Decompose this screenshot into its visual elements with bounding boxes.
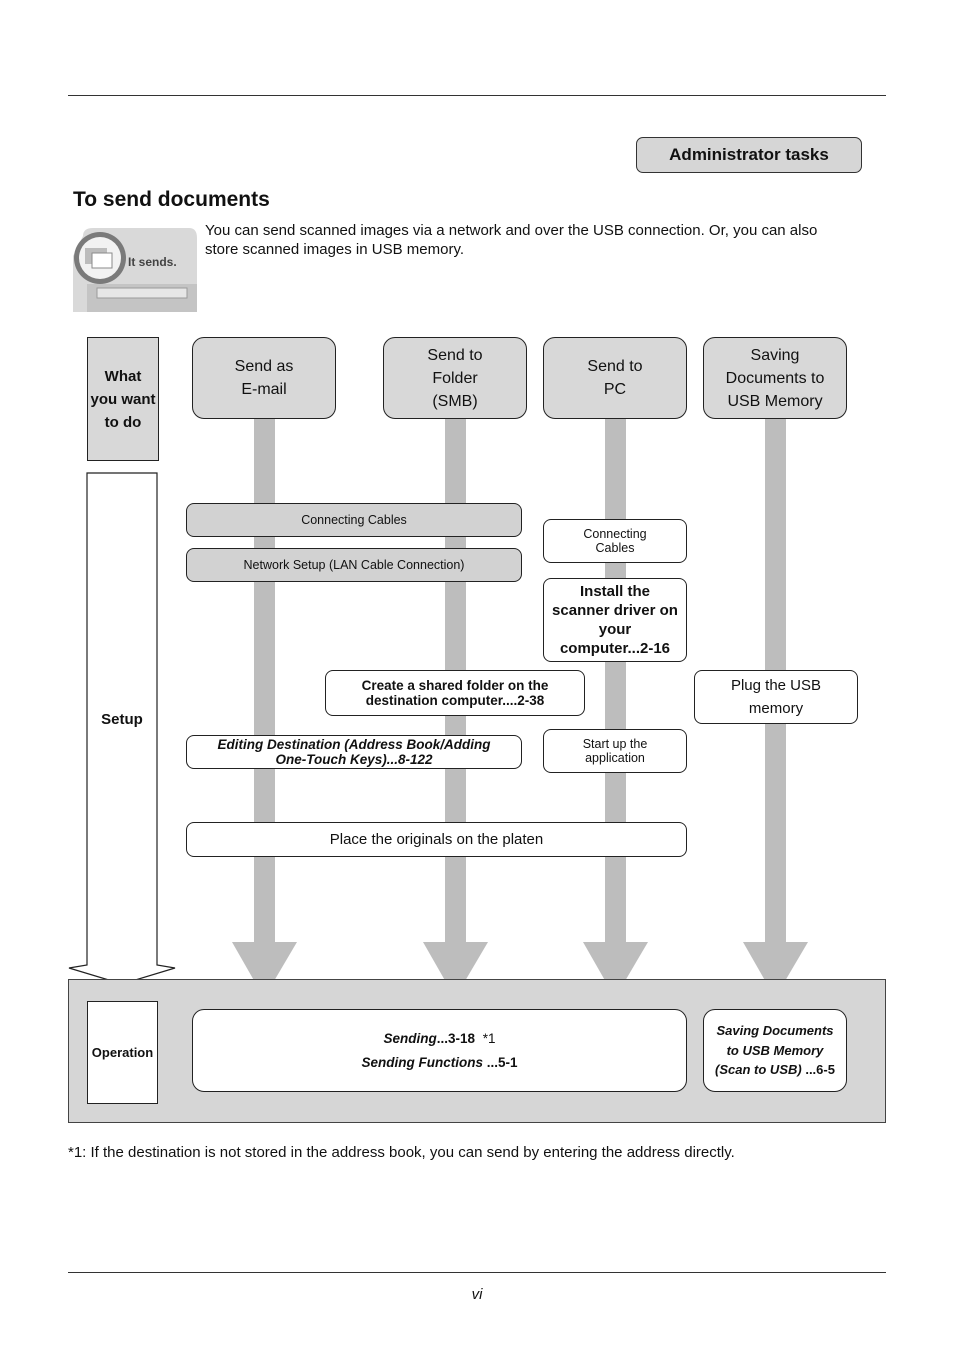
email-arrowhead xyxy=(232,942,297,998)
sending-footnote-mark: *1 xyxy=(482,1030,496,1046)
what-you-want-label: What you want to do xyxy=(87,337,159,461)
setup-label: Setup xyxy=(101,711,143,728)
administrator-tasks-badge: Administrator tasks xyxy=(636,137,862,173)
sending-line: Sending...3-18 *1 xyxy=(383,1027,495,1051)
connecting-cables-step: Connecting Cables xyxy=(186,503,522,537)
operation-label: Operation xyxy=(87,1001,158,1104)
shared-folder-step: Create a shared folder on the destinatio… xyxy=(325,670,585,716)
intro-text: You can send scanned images via a networ… xyxy=(205,222,818,258)
setup-arrow xyxy=(68,472,176,985)
start-application-step: Start up the application xyxy=(543,729,687,773)
bottom-rule xyxy=(68,1272,886,1273)
install-driver-step: Install the scanner driver on your compu… xyxy=(543,578,687,662)
send-scanner-icon: It sends. xyxy=(73,228,197,312)
top-rule xyxy=(68,95,886,96)
send-pc-header: Send to PC xyxy=(543,337,687,419)
sending-operation-box: Sending...3-18 *1 Sending Functions ...5… xyxy=(192,1009,687,1092)
smb-arrowhead xyxy=(423,942,488,998)
sending-functions-link[interactable]: Sending Functions xyxy=(361,1054,483,1070)
footnote: *1: If the destination is not stored in … xyxy=(68,1144,735,1161)
editing-destination-step: Editing Destination (Address Book/Adding… xyxy=(186,735,522,769)
scan-to-usb-page: ...6-5 xyxy=(805,1062,835,1078)
sending-functions-line: Sending Functions ...5-1 xyxy=(361,1051,517,1075)
save-usb-header: Saving Documents to USB Memory xyxy=(703,337,847,419)
scan-to-usb-link[interactable]: Saving Documents to USB Memory (Scan to … xyxy=(715,1023,834,1078)
section-title: To send documents xyxy=(73,188,270,211)
icon-caption: It sends. xyxy=(128,255,177,269)
usb-arrowhead xyxy=(743,942,808,998)
place-originals-step: Place the originals on the platen xyxy=(186,822,687,857)
pc-arrowhead xyxy=(583,942,648,998)
pc-connecting-cables-step: Connecting Cables xyxy=(543,519,687,563)
sending-page: ...3-18 xyxy=(436,1030,475,1046)
sending-link[interactable]: Sending xyxy=(383,1030,437,1046)
scan-to-usb-operation-box: Saving Documents to USB Memory (Scan to … xyxy=(703,1009,847,1092)
plug-usb-step: Plug the USB memory xyxy=(694,670,858,724)
network-setup-step: Network Setup (LAN Cable Connection) xyxy=(186,548,522,582)
send-email-header: Send as E-mail xyxy=(192,337,336,419)
send-smb-header: Send to Folder (SMB) xyxy=(383,337,527,419)
page-number: vi xyxy=(471,1286,483,1303)
sending-functions-page: ...5-1 xyxy=(486,1054,518,1070)
